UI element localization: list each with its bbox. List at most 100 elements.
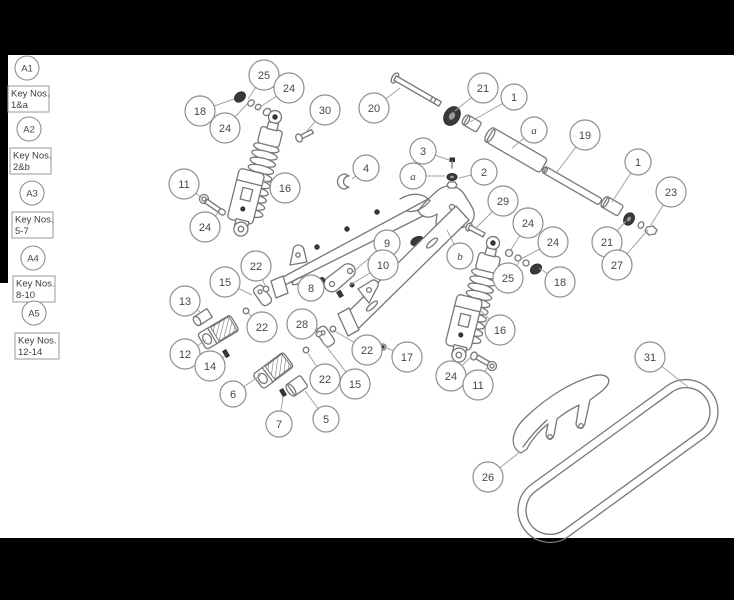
- legend-key-box: [14, 332, 60, 360]
- callout-balloon-b: b: [446, 229, 474, 270]
- balloon-number: 22: [250, 261, 262, 273]
- letterbox-top: [0, 0, 734, 55]
- callout-balloon-11: 11: [168, 168, 203, 200]
- balloon-number: 22: [361, 345, 373, 357]
- balloon-number: 26: [482, 472, 494, 484]
- balloon-number: 24: [199, 222, 211, 234]
- legend-key-box: [7, 85, 50, 113]
- balloon-number: 11: [472, 380, 483, 392]
- leader-line: [351, 175, 357, 180]
- balloon-circle: [601, 249, 633, 281]
- callout-balloon-22: 22: [332, 329, 383, 366]
- balloon-number: 28: [296, 319, 308, 331]
- callout-balloon-16: 16: [480, 310, 516, 346]
- legend-ref-label: A2: [23, 125, 35, 136]
- legend-key-line1: Key Nos.: [16, 279, 55, 290]
- callout-balloon-11: 11: [462, 367, 494, 401]
- legend-ref-circle: [14, 55, 40, 81]
- leader-line: [259, 95, 277, 108]
- balloon-circle: [467, 72, 499, 104]
- leader-line: [480, 310, 490, 320]
- legend-ref-label: A1: [21, 64, 33, 75]
- balloon-circle: [352, 154, 380, 182]
- leader-line: [238, 288, 253, 296]
- balloon-circle: [624, 148, 652, 176]
- balloon-circle: [351, 334, 383, 366]
- balloon-circle: [168, 168, 200, 200]
- balloon-number: 1: [511, 92, 517, 104]
- legend-key-line1: Key Nos.: [15, 215, 54, 226]
- diagram-art: [192, 72, 719, 544]
- balloon-circle: [219, 380, 247, 408]
- legend-ref-circle: [20, 245, 46, 271]
- balloon-circle: [189, 211, 221, 243]
- balloon-number: a: [410, 171, 416, 183]
- leader-line: [454, 97, 472, 112]
- clip-4: [336, 173, 350, 190]
- balloon-number: 29: [497, 196, 509, 208]
- leader-line: [332, 329, 355, 343]
- callout-balloon-5: 5: [304, 390, 340, 433]
- balloon-circle: [537, 226, 569, 258]
- fasteners-3-a-2: [446, 157, 458, 189]
- callout-balloon-4: 4: [351, 154, 380, 182]
- callout-balloon-22: 22: [306, 351, 341, 395]
- balloon-circle: [240, 250, 272, 282]
- callout-balloon-3: 3: [409, 137, 450, 165]
- balloon-number: 25: [502, 273, 514, 285]
- callout-balloon-24: 24: [259, 72, 305, 108]
- leader-line: [611, 172, 632, 203]
- callout-balloon-22: 22: [240, 250, 272, 288]
- balloon-circle: [209, 266, 241, 298]
- balloon-number: 31: [644, 352, 656, 364]
- callout-balloon-30: 30: [306, 94, 341, 132]
- balloon-circle: [209, 112, 241, 144]
- balloon-number: 24: [522, 218, 534, 230]
- callout-balloon-24: 24: [520, 226, 569, 260]
- balloon-circle: [169, 338, 201, 370]
- legend-key-line2: 12-14: [18, 347, 42, 358]
- balloon-circle: [273, 72, 305, 104]
- legend-ref-label: A3: [26, 189, 38, 200]
- balloon-circle: [399, 162, 427, 190]
- upper-mount-right: [465, 222, 543, 275]
- leader-line: [322, 341, 347, 373]
- leader-line: [509, 235, 521, 252]
- balloon-number: 12: [179, 349, 191, 361]
- callout-balloon-6: 6: [219, 374, 262, 408]
- balloon-circle: [194, 350, 226, 382]
- balloon-number: 1: [635, 157, 641, 169]
- legend-key-line2: 1&a: [11, 100, 29, 111]
- legend-key-line2: 2&b: [13, 162, 30, 173]
- balloon-circle: [391, 341, 423, 373]
- callout-balloon-28: 28: [286, 308, 318, 340]
- callout-balloon-18: 18: [184, 95, 235, 127]
- callout-balloon-15: 15: [322, 341, 371, 400]
- callout-balloon-15: 15: [209, 266, 253, 298]
- balloon-circle: [286, 308, 318, 340]
- balloon-number: 27: [611, 260, 623, 272]
- callout-balloon-1: 1: [611, 148, 652, 203]
- leader-line: [386, 347, 394, 352]
- leader-line: [304, 390, 319, 409]
- callout-balloon-19: 19: [556, 119, 601, 173]
- callout-balloon-27: 27: [601, 229, 649, 281]
- balloon-number: 24: [283, 83, 295, 95]
- leader-line: [520, 248, 540, 260]
- balloon-circle: [569, 119, 601, 151]
- leader-line: [516, 261, 520, 266]
- balloon-circle: [184, 95, 216, 127]
- balloon-number: 9: [384, 238, 390, 250]
- balloon-number: 22: [256, 322, 268, 334]
- balloon-number: 18: [194, 106, 206, 118]
- balloon-number: 10: [377, 260, 389, 272]
- balloon-circle: [246, 311, 278, 343]
- legend-ref-circle: [16, 116, 42, 142]
- balloon-number: 21: [601, 237, 613, 249]
- leader-line: [626, 229, 649, 255]
- leader-line: [214, 211, 220, 217]
- balloon-number: 22: [319, 374, 331, 386]
